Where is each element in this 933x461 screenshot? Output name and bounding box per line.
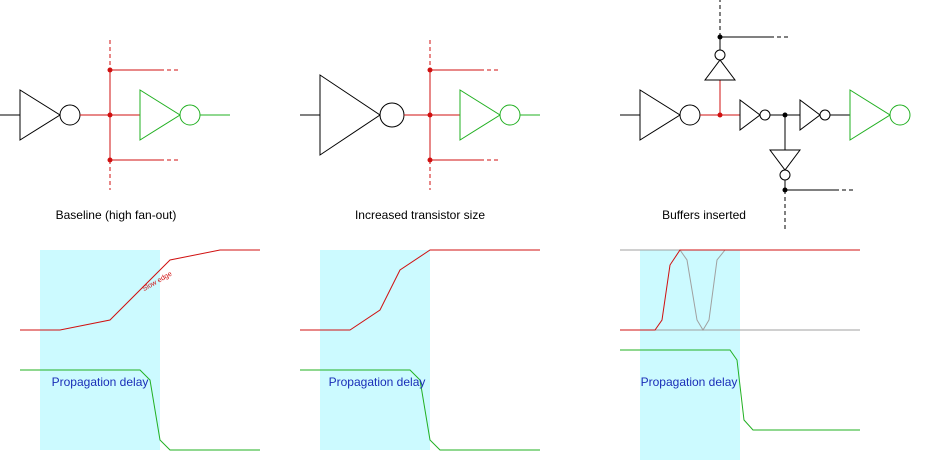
ghost-pulse xyxy=(679,249,726,331)
load-inverter xyxy=(139,89,181,141)
delay-region xyxy=(40,250,160,450)
load-bubble xyxy=(889,104,911,126)
driver-inverter xyxy=(639,89,681,141)
output-waveform xyxy=(20,369,260,451)
upward-buffer-bubble xyxy=(714,49,726,61)
input-waveform xyxy=(20,249,260,331)
panel-sized-delay-label: Propagation delay xyxy=(328,375,426,389)
input-waveform xyxy=(620,249,860,331)
output-waveform xyxy=(620,349,860,431)
panel-baseline-delay-label: Propagation delay xyxy=(51,375,149,389)
panel-baseline-schematic xyxy=(0,40,230,190)
junction-dot xyxy=(782,187,788,193)
buffer-bubble xyxy=(819,109,831,121)
junction-dot xyxy=(427,157,433,163)
load-inverter xyxy=(459,89,501,141)
input-waveform xyxy=(300,249,540,331)
panel-buffered-schematic xyxy=(620,0,911,230)
load-bubble xyxy=(179,104,201,126)
driver-bubble xyxy=(59,104,81,126)
panel-baseline-waveform xyxy=(20,249,260,451)
driver-inverter-large xyxy=(319,74,381,156)
panel-buffered-delay-label: Propagation delay xyxy=(640,375,738,389)
panel-sized-waveform xyxy=(300,249,540,451)
downward-buffer-inverter xyxy=(769,149,801,171)
driver-bubble xyxy=(679,104,701,126)
junction-dot xyxy=(427,67,433,73)
junction-dot xyxy=(427,112,433,118)
panel-buffered-caption: Buffers inserted xyxy=(662,208,746,222)
junction-dot xyxy=(107,67,113,73)
junction-dot xyxy=(107,112,113,118)
buffer-inverter xyxy=(739,99,761,131)
buffer-bubble xyxy=(759,109,771,121)
buffer-inverter xyxy=(799,99,821,131)
delay-region xyxy=(320,250,430,450)
panel-sized-schematic xyxy=(300,40,540,190)
delay-region xyxy=(640,250,740,460)
panel-baseline-caption: Baseline (high fan-out) xyxy=(55,208,177,222)
panel-sized-caption: Increased transistor size xyxy=(354,208,486,222)
junction-dot xyxy=(717,34,723,40)
junction-dot xyxy=(717,112,723,118)
load-inverter xyxy=(849,89,891,141)
panel-buffered-waveform xyxy=(620,249,860,460)
downward-buffer-bubble xyxy=(779,169,791,181)
output-waveform xyxy=(300,369,540,451)
junction-dot xyxy=(107,157,113,163)
driver-inverter xyxy=(19,89,61,141)
junction-dot xyxy=(782,112,788,118)
driver-bubble xyxy=(379,102,405,128)
load-bubble xyxy=(499,104,521,126)
upward-buffer-inverter xyxy=(704,59,736,81)
